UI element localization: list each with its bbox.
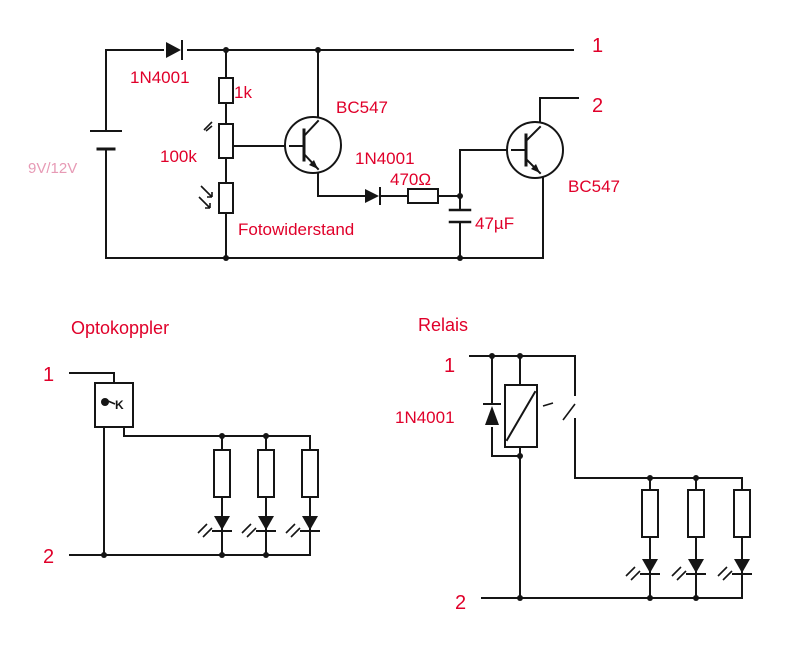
resistor-470 xyxy=(407,188,439,204)
photoresistor-symbol xyxy=(198,182,234,214)
optocoupler-chip-mark: K xyxy=(115,398,124,412)
top-output-1: 1 xyxy=(592,35,603,57)
relay-input-2: 2 xyxy=(455,592,466,614)
resistor-1k xyxy=(218,77,234,104)
optocoupler-circuit: Optokoppler 1 2 K xyxy=(43,318,320,568)
top-junctions xyxy=(223,47,463,261)
relay-circuit: Relais 1 2 1N4001 xyxy=(395,315,752,614)
optocoupler-input-2: 2 xyxy=(43,546,54,568)
potentiometer-100k-label: 100k xyxy=(160,147,197,166)
transistor-2-symbol xyxy=(506,121,564,179)
relay-diode-label: 1N4001 xyxy=(395,408,455,427)
relay-input-1: 1 xyxy=(444,355,455,377)
led-3 xyxy=(285,516,320,538)
resistor-1k-label: 1k xyxy=(234,83,252,102)
relay-led-3 xyxy=(717,559,752,581)
relay-junctions xyxy=(489,353,699,601)
diode-mid-label: 1N4001 xyxy=(355,149,415,168)
resistor-470-label: 470Ω xyxy=(390,170,431,189)
photoresistor-label: Fotowiderstand xyxy=(238,220,354,239)
optocoupler-junctions xyxy=(101,433,269,558)
optocoupler-title: Optokoppler xyxy=(71,318,169,338)
battery-symbol xyxy=(90,130,122,151)
optocoupler-chip: K xyxy=(94,382,134,428)
relay-switch-contact xyxy=(542,402,576,421)
led-2 xyxy=(241,516,276,538)
diode-main-symbol xyxy=(166,40,183,60)
capacitor-label: 47µF xyxy=(475,214,514,233)
led-1 xyxy=(197,516,232,538)
transistor-1-symbol xyxy=(284,116,342,174)
diode-mid-symbol xyxy=(365,187,381,205)
relay-diode-symbol xyxy=(483,403,501,425)
relay-coil xyxy=(504,384,538,448)
relay-led-2 xyxy=(671,559,706,581)
potentiometer-100k xyxy=(203,121,234,159)
top-circuit: 9V/12V 1N4001 1k 100k Fotowiderstand xyxy=(28,35,620,261)
optocoupler-input-1: 1 xyxy=(43,364,54,386)
supply-voltage-label: 9V/12V xyxy=(28,160,77,177)
relay-title: Relais xyxy=(418,315,468,335)
relay-resistors xyxy=(641,489,751,538)
capacitor-47uf xyxy=(448,208,472,224)
transistor-1-label: BC547 xyxy=(336,98,388,117)
relay-leds xyxy=(625,559,752,581)
diode-main-label: 1N4001 xyxy=(130,68,190,87)
optocoupler-leds xyxy=(197,516,320,538)
optocoupler-resistors xyxy=(213,449,319,498)
junction-node xyxy=(457,193,463,199)
top-wires xyxy=(105,49,579,259)
relay-led-1 xyxy=(625,559,660,581)
transistor-2-label: BC547 xyxy=(568,177,620,196)
top-output-2: 2 xyxy=(592,95,603,117)
